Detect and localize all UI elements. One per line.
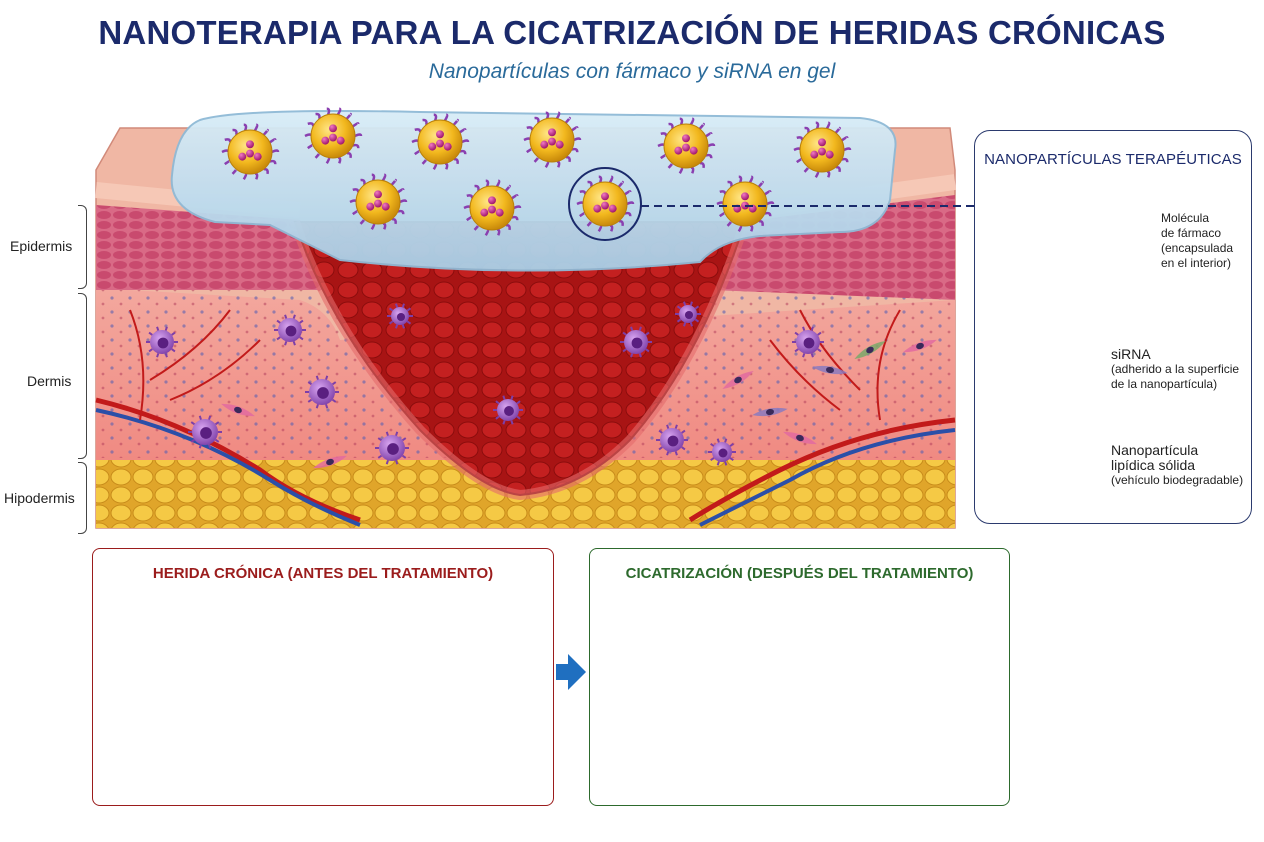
transition-arrow-icon: [556, 654, 586, 690]
dermis-bracket: [78, 293, 87, 459]
legend-title: NANOPARTÍCULAS TERAPÉUTICAS: [984, 151, 1242, 168]
immune-cell: [146, 326, 178, 358]
fibroblast-cell: [752, 407, 788, 417]
fibroblasts: [221, 339, 937, 469]
immune-cell: [387, 303, 413, 329]
after-panel: CICATRIZACIÓN (DESPUÉS DEL TRATAMIENTO): [589, 548, 1010, 806]
before-panel-title: HERIDA CRÓNICA (ANTES DEL TRATAMIENTO): [152, 565, 494, 582]
before-panel: HERIDA CRÓNICA (ANTES DEL TRATAMIENTO): [92, 548, 554, 806]
legend-nano-title: lipídica sólida: [1111, 457, 1196, 473]
nanoparticle: [716, 175, 775, 232]
legend-nano-title: Nanopartícula: [1111, 442, 1199, 458]
page-title: NANOTERAPIA PARA LA CICATRIZACIÓN DE HER…: [98, 14, 1166, 51]
fibroblast-cell: [783, 431, 817, 445]
fibroblast-cell: [221, 403, 255, 417]
legend-sirna-title: siRNA: [1111, 346, 1151, 362]
nanoparticle: [463, 179, 522, 236]
immune-cell: [708, 438, 736, 466]
nanoparticle: [221, 123, 280, 180]
page-subtitle: Nanopartículas con fármaco y siRNA en ge…: [428, 60, 836, 83]
immune-cell: [675, 301, 701, 327]
immune-cell: [274, 314, 306, 346]
legend-nano-text: Nanopartícula lipídica sólida (vehículo …: [1111, 443, 1243, 488]
immune-cell: [188, 415, 222, 449]
legend-sirna-text: siRNA (adherido a la superficie de la na…: [1111, 347, 1239, 392]
nanoparticle: [411, 113, 470, 170]
fibroblast-cell: [313, 455, 347, 469]
highlight-circle: [568, 167, 642, 241]
label-dermis: Dermis: [27, 373, 72, 389]
legend-drug-line: (encapsulada: [1161, 241, 1234, 255]
legend-drug-line: de fármaco: [1161, 226, 1222, 240]
legend-drug-line: en el interior): [1161, 256, 1232, 270]
fibroblast-cell: [722, 371, 754, 389]
immune-cell: [375, 431, 409, 465]
legend-drug-text: Molécula de fármaco (encapsulada en el i…: [1161, 211, 1233, 271]
gel-nanoparticles: [221, 107, 852, 236]
nanoparticle: [576, 175, 635, 232]
label-hypodermis: Hipodermis: [4, 490, 75, 506]
nanoparticle: [304, 107, 363, 164]
fibroblast-cell: [903, 339, 937, 353]
immune-cell: [493, 395, 523, 425]
nanoparticle: [523, 111, 582, 168]
hypodermis-bracket: [78, 462, 87, 534]
legend-drug-line: Molécula: [1161, 211, 1210, 225]
immune-cell: [792, 326, 824, 358]
immune-cell: [620, 326, 652, 358]
nanoparticle: [793, 121, 852, 178]
after-panel-title: CICATRIZACIÓN (DESPUÉS DEL TRATAMIENTO): [625, 565, 974, 582]
legend-panel: NANOPARTÍCULAS TERAPÉUTICAS Molécula de …: [974, 130, 1252, 524]
immune-cell: [305, 375, 339, 409]
immune-cells: [146, 301, 824, 466]
legend-sirna-desc: de la nanopartícula): [1111, 377, 1218, 391]
legend-sirna-desc: (adherido a la superficie: [1111, 362, 1240, 376]
hydrogel-layer: [170, 110, 897, 272]
nanoparticle: [657, 117, 716, 174]
immune-cell: [656, 424, 688, 456]
fibroblast-cell: [812, 365, 848, 375]
legend-nano-desc: (vehículo biodegradable): [1111, 473, 1244, 487]
fibroblast-cell: [854, 341, 886, 359]
epidermis-bracket: [78, 205, 87, 289]
label-epidermis: Epidermis: [10, 238, 73, 254]
